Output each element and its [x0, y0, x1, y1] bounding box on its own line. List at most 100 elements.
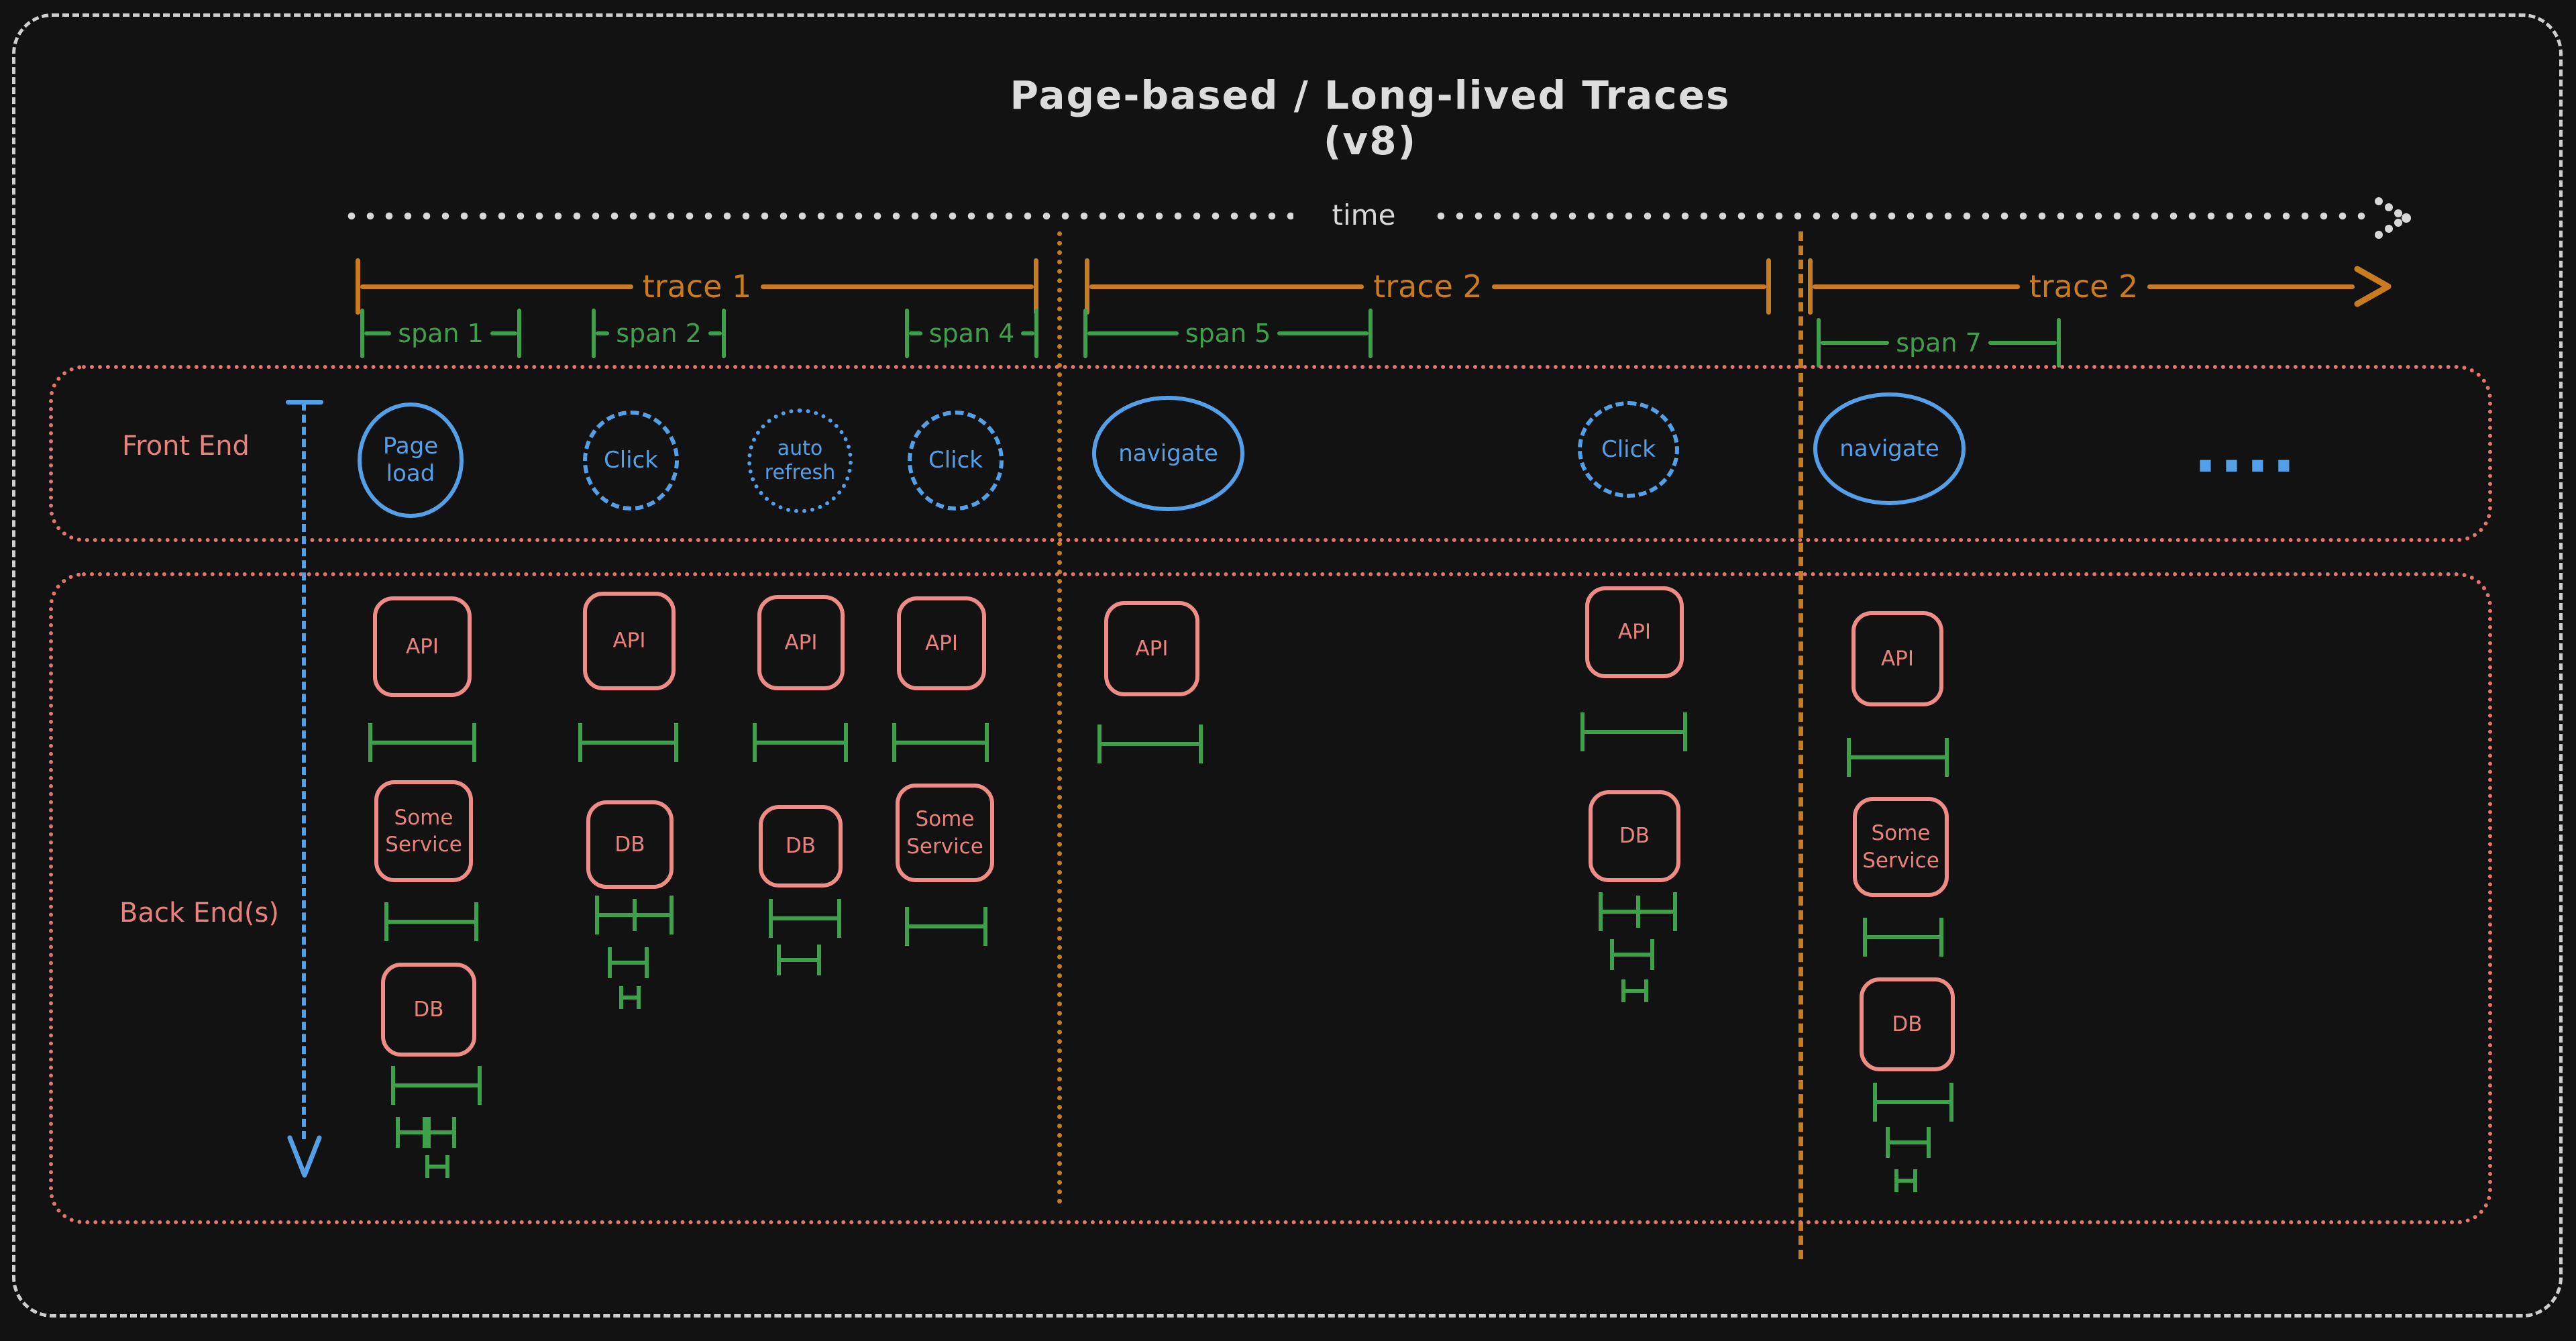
session-arrow-dashed-line: [302, 403, 306, 1139]
trace-line: [761, 284, 1034, 289]
trace-line: [1491, 284, 1766, 289]
span-label: span 4: [928, 319, 1015, 348]
duration-bracket: [1894, 1169, 1917, 1192]
duration-bracket: [578, 723, 678, 762]
span-end-bar: [1083, 309, 1087, 358]
service-box-some-service: Some Service: [1853, 797, 1949, 897]
span-end-bar: [722, 309, 727, 358]
event-page-load: Page load: [358, 403, 464, 518]
trace-end-bar: [1085, 258, 1089, 315]
trace-end-bar: [1034, 258, 1038, 315]
trace-end-bar: [1808, 258, 1813, 315]
service-box-api: API: [1851, 611, 1943, 706]
session-arrow-head-icon: [287, 1135, 322, 1178]
span-label: span 2: [616, 319, 702, 348]
trace-line: [1089, 284, 1364, 289]
duration-bracket: [1097, 725, 1203, 763]
time-axis-arrowhead-icon: [2373, 196, 2420, 239]
span-end-bar: [905, 309, 909, 358]
span-line: [708, 331, 722, 335]
span-line: [364, 331, 392, 335]
span-line: [1021, 331, 1035, 335]
duration-bracket: [1599, 892, 1677, 931]
span-bracket-5: span 5: [1083, 309, 1373, 358]
service-box-api: API: [583, 592, 676, 690]
front-end-lane-label: Front End: [122, 431, 250, 462]
span-line: [490, 331, 518, 335]
service-box-db: DB: [1589, 790, 1680, 882]
duration-bracket: [1580, 712, 1687, 751]
trace-end-bar: [1766, 258, 1771, 315]
span-bracket-4: span 4: [905, 309, 1039, 358]
service-box-db: DB: [759, 805, 843, 888]
service-box-api: API: [897, 596, 986, 690]
span-line: [1988, 341, 2057, 345]
trace-line: [1813, 284, 2020, 289]
service-box-api: API: [1585, 586, 1684, 678]
span-line: [596, 331, 610, 335]
duration-bracket: [1610, 939, 1654, 970]
trace-bracket-3: trace 2: [1808, 258, 2395, 315]
span-bracket-1: span 1: [360, 309, 522, 358]
duration-bracket: [595, 896, 674, 934]
trace-bracket-1: trace 1: [356, 258, 1038, 315]
service-box-api: API: [757, 595, 845, 690]
duration-bracket: [892, 723, 989, 762]
span-label: span 1: [398, 319, 484, 348]
trace-divider-2: [1799, 231, 1803, 1259]
duration-bracket: [384, 902, 478, 941]
service-box-db: DB: [586, 800, 674, 889]
trace-end-bar: [356, 258, 360, 315]
span-line: [1277, 331, 1369, 335]
duration-bracket: [427, 1117, 456, 1148]
duration-bracket: [1886, 1127, 1931, 1158]
service-box-db: DB: [1860, 977, 1955, 1071]
trace-label: trace 2: [2029, 268, 2139, 305]
event-click-1: Click: [583, 411, 679, 511]
back-end-lane-label: Back End(s): [119, 898, 279, 928]
trace-label: trace 2: [1373, 268, 1483, 305]
span-line: [909, 331, 922, 335]
event-click-3: Click: [1578, 401, 1679, 498]
span-end-bar: [2057, 318, 2061, 368]
duration-bracket: [608, 947, 649, 978]
trace-divider-1: [1057, 231, 1062, 1204]
span-end-bar: [360, 309, 364, 358]
duration-bracket: [396, 1117, 427, 1148]
service-box-some-service: Some Service: [374, 780, 473, 882]
trace-line: [360, 284, 633, 289]
span-end-bar: [592, 309, 596, 358]
span-bracket-2: span 2: [592, 309, 727, 358]
duration-bracket: [1873, 1083, 1953, 1122]
span-label: span 7: [1896, 328, 1982, 358]
span-line: [1821, 341, 1890, 345]
event-click-2: Click: [908, 411, 1004, 511]
duration-bracket: [368, 723, 476, 762]
trace-arrowhead-icon: [2354, 266, 2392, 307]
time-axis-label: time: [1293, 199, 1434, 231]
event-auto-refresh: auto refresh: [747, 409, 853, 513]
duration-bracket: [753, 723, 848, 762]
event-navigate-2: navigate: [1813, 392, 1966, 505]
span-end-bar: [1368, 309, 1373, 358]
service-box-some-service: Some Service: [896, 784, 994, 882]
session-arrow-top-cap: [286, 400, 323, 405]
trace-bracket-2: trace 2: [1085, 258, 1771, 315]
duration-bracket: [1847, 738, 1949, 777]
service-box-api: API: [373, 596, 472, 697]
duration-bracket: [1863, 918, 1943, 957]
span-label: span 5: [1185, 319, 1271, 348]
duration-bracket: [391, 1066, 482, 1105]
event-navigate-1: navigate: [1092, 396, 1244, 511]
outer-dashed-border: [12, 13, 2563, 1318]
service-box-api: API: [1104, 601, 1199, 696]
duration-bracket: [619, 986, 641, 1009]
service-box-db: DB: [381, 963, 476, 1057]
diagram-title: Page-based / Long-lived Traces (v8): [1010, 72, 1731, 164]
span-end-bar: [1817, 318, 1821, 368]
back-end-lane-box: [49, 572, 2492, 1224]
trace-label: trace 1: [642, 268, 752, 305]
duration-bracket: [905, 907, 987, 946]
duration-bracket: [777, 945, 821, 975]
